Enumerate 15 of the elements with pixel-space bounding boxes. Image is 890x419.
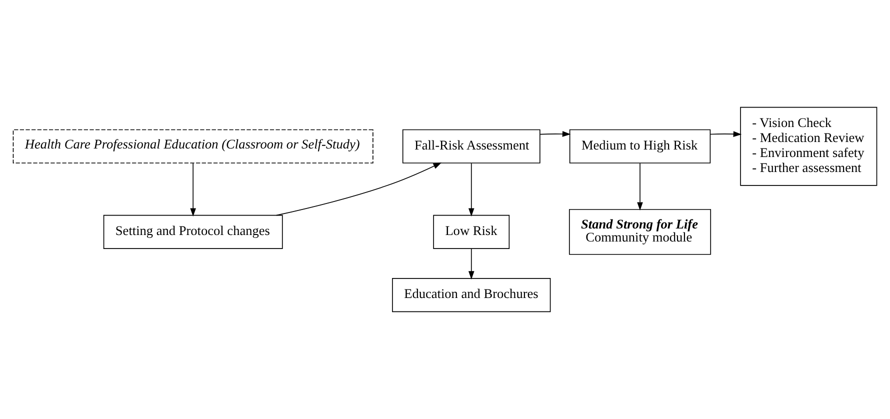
node-box: Health Care Professional Education (Classroom or Self-Study)	[12, 129, 374, 164]
arrow	[710, 131, 742, 137]
arrow	[468, 248, 474, 280]
node-box: Low Risk	[433, 214, 510, 249]
arrow	[637, 162, 643, 211]
node-box: Education and Brochures	[392, 278, 551, 312]
node-box: - Vision Check - Medication Review - Environment safety - Further assessment	[740, 106, 878, 186]
node-box: Stand Strong for Life Community module	[568, 209, 712, 255]
arrow	[468, 162, 474, 217]
node-box: Fall-Risk Assessment	[402, 129, 540, 164]
arrow	[190, 162, 196, 217]
node-box: Medium to High Risk	[569, 129, 711, 164]
arrow	[540, 131, 571, 137]
node-box: Setting and Protocol changes	[103, 214, 283, 249]
arrow	[276, 162, 442, 216]
